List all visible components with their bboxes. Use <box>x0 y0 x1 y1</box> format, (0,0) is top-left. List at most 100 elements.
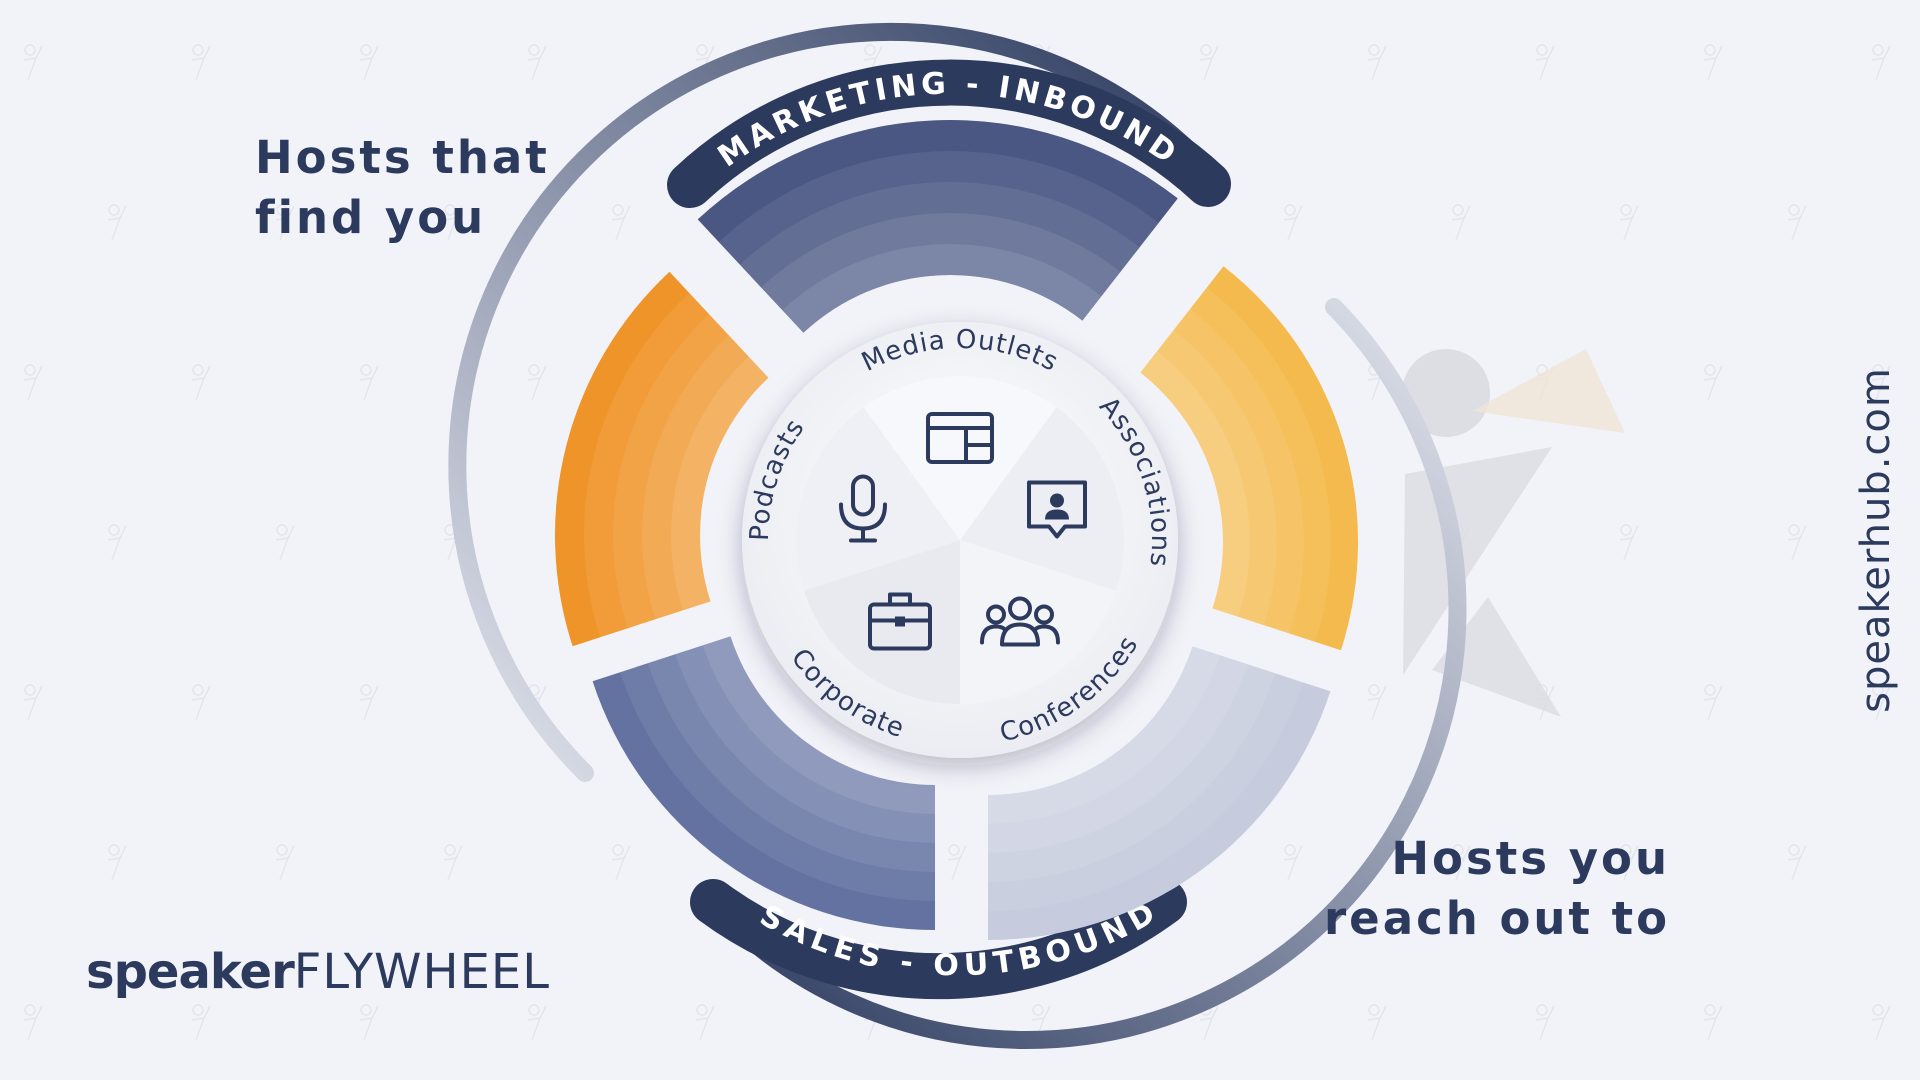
watermark-mark <box>23 1004 43 1041</box>
segment-ring-shade <box>670 356 769 611</box>
watermark-mark <box>1367 684 1387 721</box>
hub-slice <box>960 407 1125 591</box>
flywheel-segment <box>554 271 769 647</box>
watermark-mark <box>947 844 967 881</box>
outbound-headline-line-1: Hosts you <box>1391 832 1670 885</box>
watermark-mark <box>1703 364 1723 401</box>
watermark-mark <box>1535 1004 1555 1041</box>
newspaper-icon <box>926 412 994 464</box>
watermark-mark <box>1871 1004 1891 1041</box>
segment-band <box>554 271 769 647</box>
watermark-mark <box>443 844 463 881</box>
inbound-headline-line-1: Hosts that <box>255 131 550 184</box>
segment-ring-shade <box>988 673 1303 911</box>
speaker-figure-watermark <box>1402 349 1625 717</box>
watermark-mark <box>359 1004 379 1041</box>
watermark-mark <box>23 44 43 81</box>
watermark-mark <box>275 204 295 241</box>
watermark-mark <box>1451 204 1471 241</box>
segment-icons <box>839 412 1087 651</box>
flywheel-segment <box>988 646 1331 940</box>
watermark-mark <box>23 684 43 721</box>
flywheel-segment <box>1140 266 1359 651</box>
watermark-mark <box>1871 44 1891 81</box>
watermark-mark <box>1283 204 1303 241</box>
segment-ring-shade <box>554 271 690 647</box>
audience-icon <box>980 596 1060 647</box>
watermark-mark <box>1367 44 1387 81</box>
logo-wordmark-flywheel: FLYWHEEL <box>293 944 550 1000</box>
outbound-band <box>690 879 1187 1000</box>
watermark-mark <box>1535 44 1555 81</box>
figure-head <box>1402 349 1490 437</box>
watermark-mark <box>1787 844 1807 881</box>
figure-leg <box>1432 597 1561 717</box>
watermark-mark <box>191 684 211 721</box>
segment-ring-shade <box>584 292 709 638</box>
segment-ring-shade <box>1190 287 1332 642</box>
watermark-mark <box>1787 204 1807 241</box>
watermark-mark <box>443 204 463 241</box>
watermark-mark <box>527 1004 547 1041</box>
segment-band <box>1140 266 1359 651</box>
segment-ring-shade <box>642 335 749 620</box>
briefcase-icon <box>868 592 932 651</box>
watermark-mark <box>611 844 631 881</box>
watermark-mark <box>527 364 547 401</box>
segment-ring-shade <box>592 672 935 930</box>
watermark-mark <box>275 524 295 561</box>
watermark-mark <box>611 204 631 241</box>
outbound-arc <box>710 298 1467 1049</box>
outbound-headline: Hosts you reach out to <box>1324 829 1670 949</box>
website-url: speakerhub.com <box>1853 367 1899 713</box>
watermark-mark <box>1367 1004 1387 1041</box>
logo-wordmark-speaker: speaker <box>86 944 295 1000</box>
microphone-icon <box>839 474 887 543</box>
segment-ring-shade <box>613 314 729 629</box>
hub-slice <box>863 375 1057 540</box>
watermark-mark <box>191 364 211 401</box>
segment-band <box>592 636 935 930</box>
inbound-arc <box>448 22 1206 782</box>
segment-ring-shade <box>702 636 935 814</box>
watermark-mark <box>527 44 547 81</box>
watermark-mark <box>107 524 127 561</box>
watermark-mark <box>1871 364 1891 401</box>
watermark-mark <box>1703 684 1723 721</box>
watermark-mark <box>23 364 43 401</box>
watermark-mark <box>359 684 379 721</box>
watermark-mark <box>1619 524 1639 561</box>
segment-ring-shade <box>739 181 1140 288</box>
flywheel-segment <box>697 119 1178 333</box>
inbound-headline: Hosts that find you <box>255 128 550 248</box>
watermark-mark <box>1703 44 1723 81</box>
outbound-headline-line-2: reach out to <box>1323 892 1670 945</box>
watermark-mark <box>1451 844 1471 881</box>
segment-ring-shade <box>988 655 1248 853</box>
segment-band <box>988 646 1331 940</box>
segment-ring-shade <box>988 682 1331 940</box>
flywheel-segment <box>592 636 935 930</box>
watermark-mark <box>695 1004 715 1041</box>
watermark-mark <box>107 204 127 241</box>
segment-ring-shade <box>782 243 1102 333</box>
hub-slice <box>795 407 960 591</box>
segment-ring-shade <box>988 646 1221 824</box>
segment-ring-shade <box>1206 266 1359 651</box>
segment-ring-shade <box>675 645 935 843</box>
watermark-mark <box>191 1004 211 1041</box>
segment-ring-shade <box>620 663 935 901</box>
watermark-mark <box>191 44 211 81</box>
segment-ring-shade <box>647 654 935 872</box>
segment-ring-shade <box>1140 351 1251 617</box>
segment-ring-shade <box>718 151 1159 265</box>
segment-band <box>697 119 1178 333</box>
segment-ring-shade <box>1173 308 1305 634</box>
presenter-icon <box>1027 480 1087 539</box>
watermark-mark <box>1619 844 1639 881</box>
segment-ring-shade <box>697 119 1178 243</box>
watermark-mark <box>1787 524 1807 561</box>
watermark-mark <box>1619 204 1639 241</box>
watermark-mark <box>359 44 379 81</box>
